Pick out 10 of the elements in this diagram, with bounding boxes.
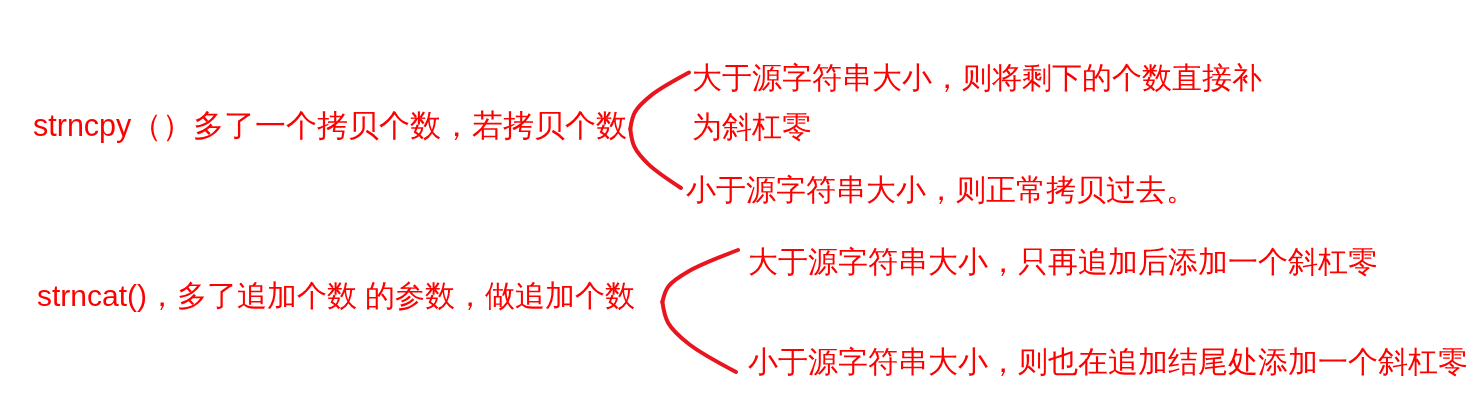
connector-curve (660, 300, 738, 374)
condition-text: 小于源字符串大小，则正常拷贝过去。 (686, 172, 1196, 208)
condition-text: 大于源字符串大小，则将剩下的个数直接补为斜杠零 (692, 53, 1284, 151)
connector-curve (628, 70, 691, 131)
function-note: strncat()，多了追加个数 的参数，做追加个数 (37, 278, 636, 314)
function-note: strncpy（）多了一个拷贝个数，若拷贝个数 (33, 107, 628, 143)
condition-text: 小于源字符串大小，则也在追加结尾处添加一个斜杠零 (748, 344, 1468, 380)
condition-text: 大于源字符串大小，只再追加后添加一个斜杠零 (748, 244, 1378, 280)
connector-curve (660, 248, 740, 304)
connector-curve (628, 127, 683, 190)
